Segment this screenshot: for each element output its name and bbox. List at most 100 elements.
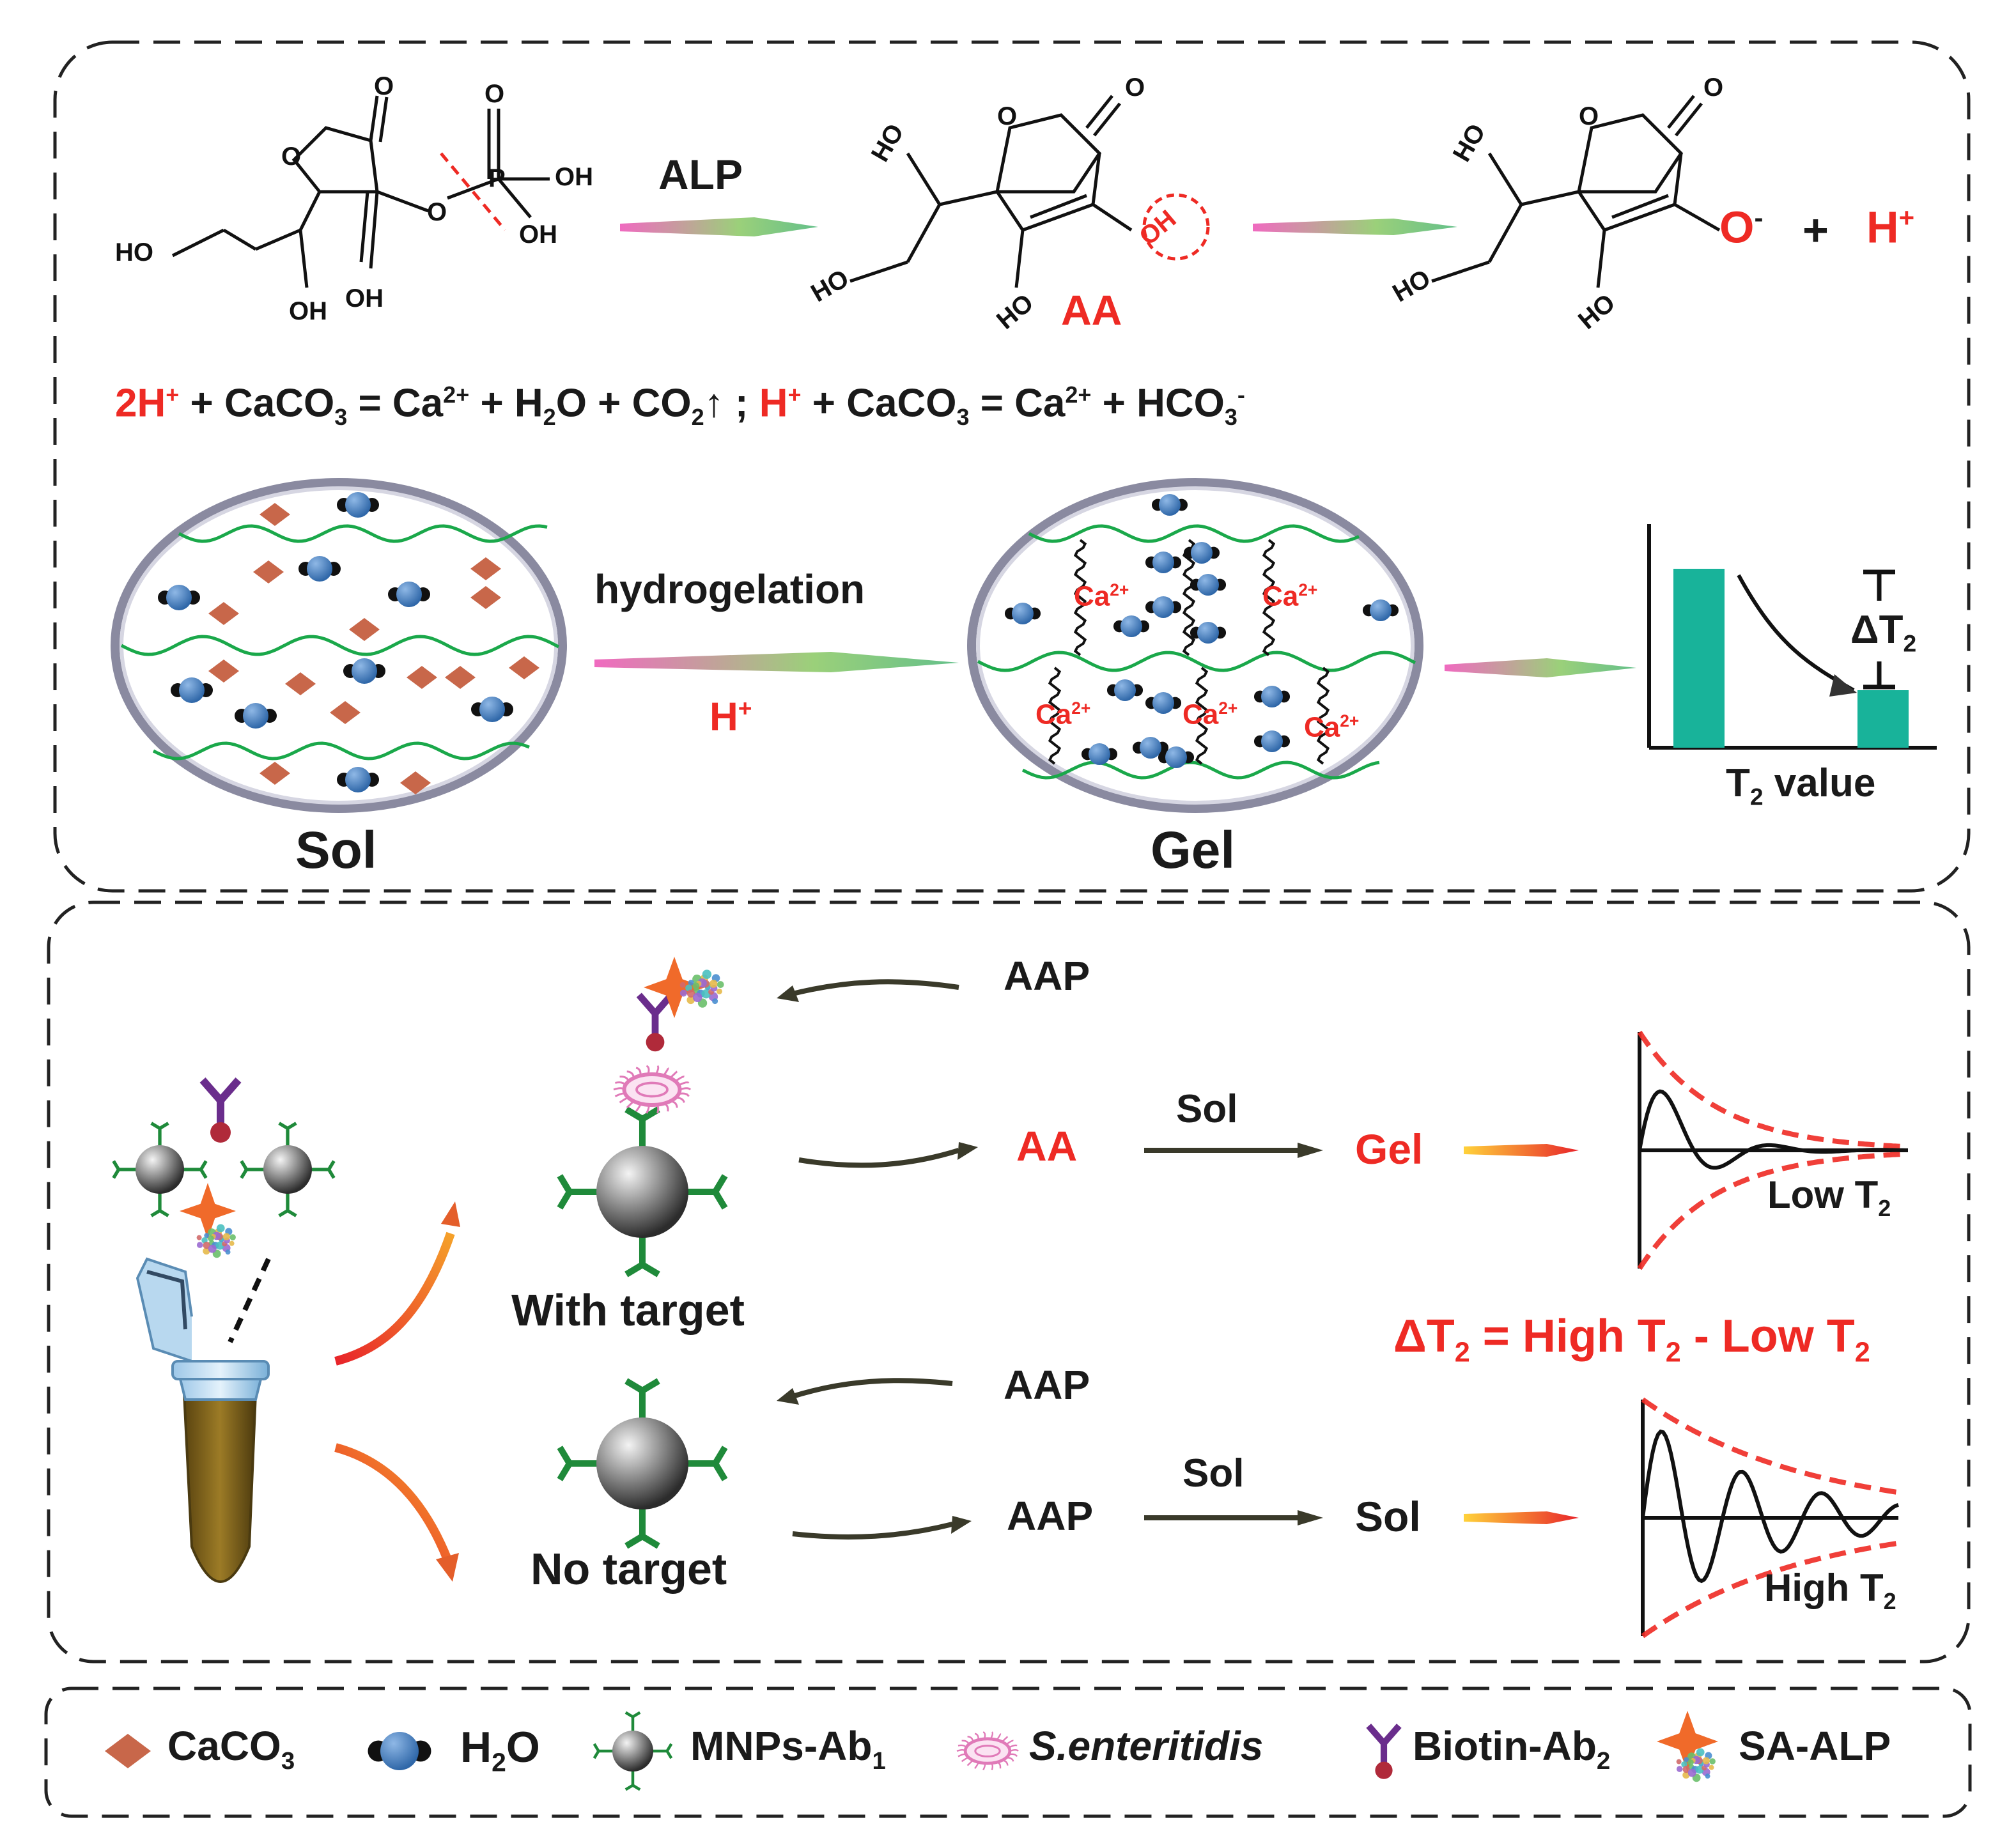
t2-bar-low bbox=[1857, 690, 1909, 748]
caco3-particle bbox=[285, 672, 316, 695]
sol-result-label: Sol bbox=[1355, 1493, 1421, 1540]
caco3-particle bbox=[445, 666, 476, 689]
molecule-aa bbox=[849, 95, 1133, 288]
no-target-label: No target bbox=[531, 1544, 727, 1594]
gel-crosslink bbox=[1182, 539, 1196, 656]
gel-crosslink bbox=[1316, 667, 1330, 765]
gel-water-molecules bbox=[1004, 494, 1399, 768]
gel-result-label: Gel bbox=[1355, 1125, 1423, 1173]
molecule-aap bbox=[171, 95, 550, 288]
biotin-dot bbox=[646, 1033, 665, 1052]
water-molecule bbox=[479, 697, 505, 722]
atom-ho-3b: HO bbox=[1388, 264, 1436, 307]
atom-o-phosphate: O bbox=[485, 80, 504, 108]
water-molecule bbox=[1261, 730, 1283, 752]
atom-ho-2a: HO bbox=[866, 120, 910, 167]
panel-legend-frame bbox=[44, 1687, 1972, 1818]
gel-title: Gel bbox=[1151, 821, 1236, 879]
legend-icons bbox=[105, 1711, 1718, 1791]
gel-crosslink bbox=[1048, 667, 1062, 765]
decay-signal bbox=[1638, 1089, 1908, 1170]
water-molecule bbox=[345, 767, 371, 792]
gel-chain-2 bbox=[977, 651, 1416, 672]
bacterium-body bbox=[622, 1072, 682, 1107]
atom-ho-3c: HO bbox=[1573, 289, 1620, 335]
sol-title: Sol bbox=[295, 821, 377, 879]
water-molecule bbox=[1089, 743, 1110, 765]
water-molecule bbox=[1370, 599, 1392, 621]
hydrogelation-label: hydrogelation bbox=[594, 566, 865, 612]
atom-oh-p2: OH bbox=[519, 220, 557, 249]
panel-assay-frame bbox=[47, 900, 1971, 1664]
low-t2-label: Low T2 bbox=[1767, 1173, 1891, 1221]
zoom-dash bbox=[228, 1258, 271, 1343]
aap-in-arrow-2 bbox=[791, 1378, 953, 1399]
magnetic-nanoparticle bbox=[263, 1145, 312, 1194]
gel-chain-1 bbox=[1028, 524, 1360, 543]
to-t2-arrow bbox=[1445, 658, 1636, 677]
reagent-cluster bbox=[112, 1077, 336, 1258]
magnetic-nanoparticle bbox=[612, 1731, 653, 1772]
water-molecule bbox=[380, 1732, 419, 1770]
branch-arrow-with-target bbox=[334, 1231, 455, 1366]
aap-label-1: AAP bbox=[1004, 953, 1090, 999]
plus-sign: + bbox=[1803, 205, 1829, 255]
water-molecule bbox=[1152, 552, 1174, 573]
aa-assay-label: AA bbox=[1016, 1122, 1078, 1170]
water-molecule bbox=[1261, 686, 1283, 707]
water-molecule bbox=[1197, 574, 1219, 596]
caco3-particle bbox=[400, 771, 431, 794]
legend-mnps-label: MNPs-Ab1 bbox=[690, 1723, 886, 1775]
h-plus-label: H+ bbox=[1866, 202, 1915, 252]
sa-star bbox=[1657, 1711, 1718, 1772]
h-plus-arrow-label: H+ bbox=[709, 695, 752, 739]
sol-chain-2 bbox=[120, 635, 560, 656]
alp-arrow bbox=[620, 217, 818, 236]
ca-label-2: Ca2+ bbox=[1262, 580, 1318, 612]
sol-arrow-label-1: Sol bbox=[1176, 1087, 1238, 1131]
aa-label: AA bbox=[1061, 286, 1122, 334]
sol-caco3-particles bbox=[208, 503, 539, 794]
water-molecule bbox=[307, 556, 332, 582]
high-t2-label: High T2 bbox=[1764, 1566, 1896, 1614]
sol-polymer-chains bbox=[120, 524, 560, 760]
caco3-particle bbox=[407, 666, 437, 689]
t2-bar-high bbox=[1673, 569, 1725, 748]
caco3-particle bbox=[509, 656, 539, 679]
caco3-particle bbox=[208, 660, 239, 683]
water-molecule bbox=[166, 585, 192, 610]
atom-o-ring-2: O bbox=[997, 102, 1017, 130]
gel-to-plot-arrow bbox=[1464, 1144, 1579, 1157]
ca-label-3: Ca2+ bbox=[1035, 699, 1091, 730]
caco3-particle bbox=[253, 560, 284, 583]
atom-o-ring-1: O bbox=[281, 143, 301, 171]
magnetic-nanoparticle bbox=[136, 1145, 184, 1194]
sol-to-plot-arrow bbox=[1464, 1511, 1579, 1524]
atom-oh-highlight: OH bbox=[1134, 205, 1181, 251]
water-molecule bbox=[1197, 622, 1219, 644]
water-molecule bbox=[1114, 679, 1136, 701]
atom-oh-p1: OH bbox=[555, 163, 593, 191]
gel-crosslink bbox=[1262, 539, 1276, 656]
aap-label-2: AAP bbox=[1004, 1362, 1090, 1408]
bacterium-body bbox=[963, 1737, 1012, 1765]
decay-envelope-top bbox=[1637, 1030, 1909, 1150]
water-molecule bbox=[243, 703, 268, 729]
aa-out-arrow bbox=[798, 1148, 960, 1168]
delta-t2-equation: ΔT2 = High T2 - Low T2 bbox=[1393, 1311, 1870, 1368]
gel-ellipse bbox=[967, 478, 1423, 813]
sol-water-molecules bbox=[158, 492, 513, 792]
t2-axis-label: T2 value bbox=[1726, 761, 1876, 810]
t2-decrease-arrow bbox=[1737, 574, 1855, 692]
water-molecule bbox=[1152, 692, 1174, 714]
low-t2-decay-plot bbox=[1637, 1030, 1909, 1270]
molecule-ionized bbox=[1431, 95, 1721, 288]
with-target-label: With target bbox=[511, 1285, 745, 1335]
panel-reaction-frame bbox=[53, 40, 1971, 893]
sol-arrow-label-2: Sol bbox=[1182, 1451, 1244, 1495]
sa-star bbox=[180, 1183, 236, 1239]
ca-label-1: Ca2+ bbox=[1074, 580, 1129, 612]
water-molecule bbox=[179, 677, 205, 703]
water-molecule bbox=[1152, 596, 1174, 618]
